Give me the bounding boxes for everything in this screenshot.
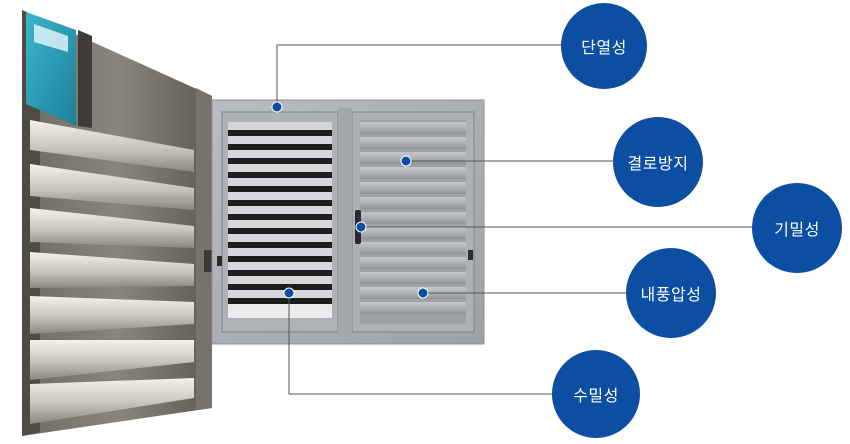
badge-label-wind-pressure: 내풍압성	[640, 285, 702, 304]
badge-label-airtight: 기밀성	[774, 220, 820, 239]
badge-airtight: 기밀성	[752, 183, 842, 273]
marker-dot-insulation	[271, 101, 283, 113]
marker-dot-airtight	[355, 221, 367, 233]
badge-watertight: 수밀성	[552, 350, 640, 438]
leader-line-watertight	[288, 293, 552, 395]
outer-shutter	[22, 10, 214, 436]
outer-shutter-slats	[30, 120, 194, 424]
left-sash-slats	[228, 122, 332, 318]
marker-dot-condensation	[400, 155, 412, 167]
marker-dot-watertight	[283, 287, 295, 299]
badge-condensation: 결로방지	[613, 117, 703, 207]
badge-wind-pressure: 내풍압성	[626, 248, 716, 338]
badge-label-condensation: 결로방지	[627, 154, 689, 173]
badge-label-insulation: 단열성	[581, 38, 627, 57]
marker-dot-wind-pressure	[417, 287, 429, 299]
badge-insulation: 단열성	[561, 3, 647, 89]
right-sash-louvers	[360, 122, 466, 314]
leader-line-insulation	[276, 44, 566, 107]
badge-label-watertight: 수밀성	[573, 386, 619, 405]
